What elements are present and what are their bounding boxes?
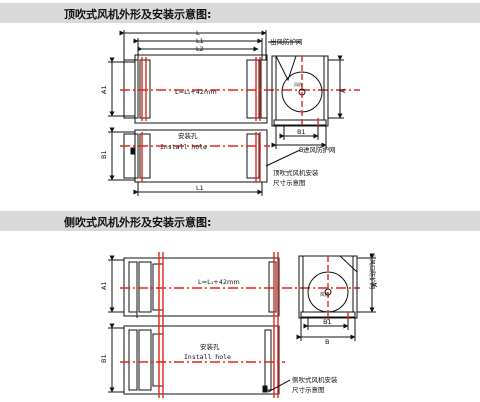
side-view-red-marks: [301, 56, 319, 128]
section1-diagram: [108, 30, 360, 196]
leader-line-2: [267, 379, 291, 393]
install-hole-cn: 安装孔: [178, 131, 198, 140]
s2-dim-B-side: B: [325, 338, 329, 346]
s2-dim-B1: B1: [100, 354, 108, 363]
s2-dim-A: A: [371, 282, 379, 287]
section2-diagram: [108, 252, 376, 398]
dim-lines-top: [119, 30, 267, 60]
dim-L2: L2: [196, 45, 204, 53]
s2-caption-line1: 侧吹式风机安装: [292, 375, 338, 384]
side-view: [271, 55, 344, 149]
section2-heading: 侧吹式风机外形及安装示意图:: [64, 216, 212, 229]
side-blow-red-marks: [120, 252, 360, 398]
install-hole-mark: [130, 147, 136, 155]
s2-dim-A1: A1: [100, 281, 108, 290]
caption-line1: 顶吹式风机安装: [273, 168, 319, 177]
s2-dim-B1-side: B1: [323, 318, 332, 326]
dim-B-side: B: [299, 146, 303, 154]
install-hole-mark-2: [262, 385, 268, 393]
dim-B1: B1: [100, 150, 108, 159]
side-blow-side-red: [327, 256, 349, 320]
side-blow-side-view: [296, 253, 376, 341]
s2-caption-line2: 尺寸示意图: [292, 385, 325, 394]
section2-header: 侧吹式风机外形及安装示意图:: [0, 211, 480, 231]
section1-header: 顶吹式风机外形及安装示意图:: [0, 3, 480, 23]
dim-L1: L1: [196, 37, 204, 45]
dim-L: L: [196, 29, 200, 37]
dim-L1-bottom: L1: [196, 184, 204, 192]
s2-center-length-label: L=L₁+42mm: [198, 278, 240, 286]
inlet-guard-label: 进风防护网: [303, 145, 336, 154]
top-view-body: [108, 54, 268, 124]
front-view-red-marks: [120, 132, 270, 182]
caption-line2: 尺寸示意图: [273, 178, 306, 187]
s2-fan-label: 风机: [320, 291, 329, 298]
s2-outlet-guard-label: 出风口防护网: [368, 253, 376, 289]
front-view-body: [108, 127, 268, 196]
center-length-label: L=L₁+42mm: [175, 88, 217, 96]
leader-lines-1: [265, 41, 301, 167]
dim-A1: A1: [100, 85, 108, 94]
section1-heading: 顶吹式风机外形及安装示意图:: [64, 8, 212, 21]
dim-B1-side: B1: [297, 128, 306, 136]
outlet-guard-label: 出风防护网: [270, 37, 303, 46]
fan-label: 风机: [294, 81, 302, 87]
side-blow-bottom-body: [108, 323, 280, 395]
s2-install-hole-en: Install hole: [184, 353, 231, 361]
s2-install-hole-cn: 安装孔: [200, 342, 220, 351]
dim-A: A: [339, 88, 347, 93]
install-hole-en: Install hole: [160, 143, 207, 151]
top-view-red-marks: [120, 57, 360, 121]
